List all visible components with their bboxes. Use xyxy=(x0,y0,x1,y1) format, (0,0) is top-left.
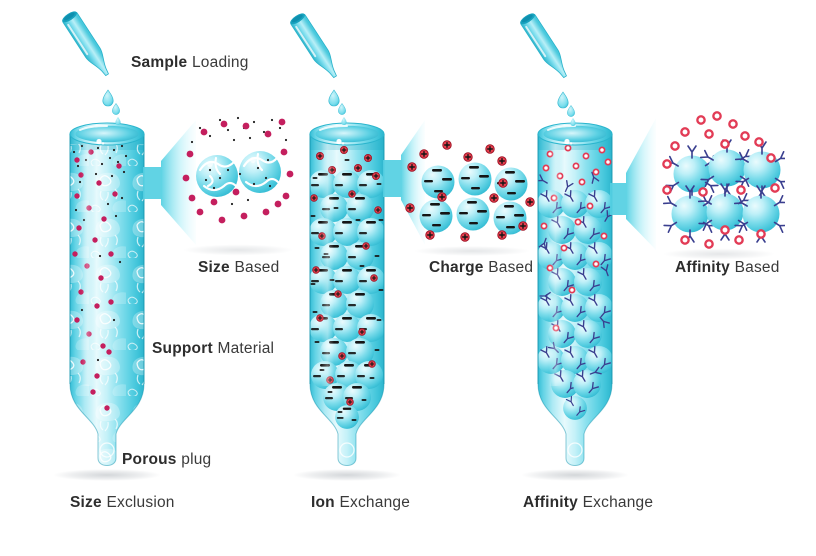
magnifier-beam xyxy=(383,120,425,245)
pipette-icon xyxy=(517,10,576,126)
column-shadow xyxy=(53,469,161,481)
size-detail-graphic xyxy=(182,116,294,256)
charge-detail-graphic xyxy=(405,140,535,256)
column-shadow xyxy=(521,469,629,481)
column-affinity-graphic xyxy=(521,122,629,481)
sample-loading-bold: Sample xyxy=(131,54,188,71)
column-size-exclusion-graphic xyxy=(53,122,161,481)
pipette-icon xyxy=(59,8,121,125)
sample-loading-rest: Loading xyxy=(191,54,249,71)
column-ion-exchange-graphic xyxy=(293,122,401,481)
magnifier-beam xyxy=(610,118,656,250)
column-shadow xyxy=(293,469,401,481)
pore-channels xyxy=(198,152,280,192)
affinity-detail-graphic xyxy=(662,111,785,260)
gel-support-material xyxy=(70,136,144,466)
porous-plug-texture xyxy=(99,442,115,458)
large-molecule-dots xyxy=(182,118,294,224)
magnifier-beam xyxy=(143,120,196,245)
